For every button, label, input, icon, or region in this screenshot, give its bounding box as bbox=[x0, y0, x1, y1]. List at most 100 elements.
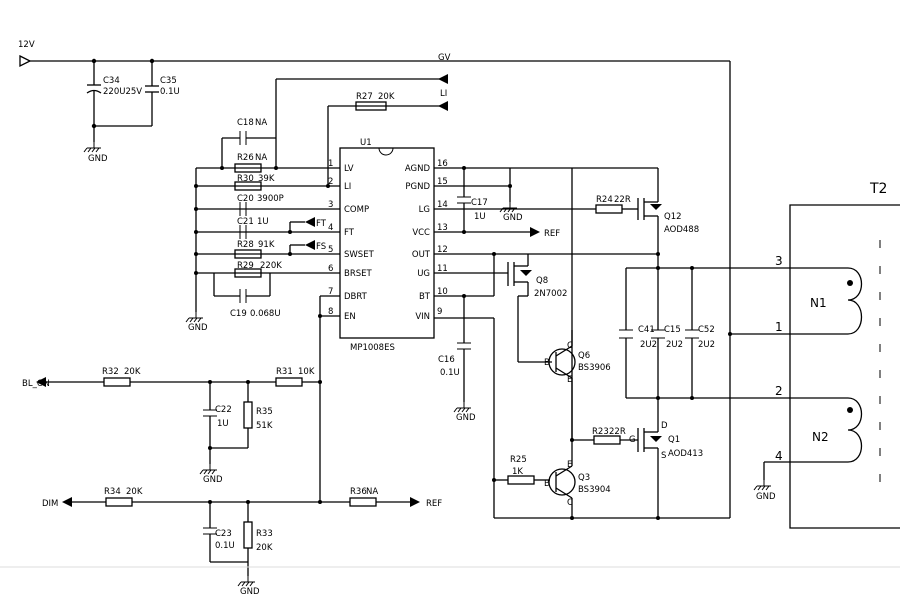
r31-ref: R31 bbox=[276, 367, 293, 377]
net-gv-label: GV bbox=[438, 53, 451, 63]
ic-ref: U1 bbox=[360, 138, 372, 148]
q8-value: 2N7002 bbox=[534, 289, 567, 299]
r32-ref: R32 bbox=[102, 367, 119, 377]
ic-pin-number: 10 bbox=[437, 287, 448, 297]
gnd-label-5: GND bbox=[756, 492, 776, 502]
q12-ref: Q12 bbox=[664, 212, 682, 222]
net-fs-label: FS bbox=[316, 242, 326, 252]
r30-ref: R30 bbox=[237, 174, 254, 184]
c17-ref: C17 bbox=[471, 198, 488, 208]
r29-ref: R29 bbox=[237, 261, 254, 271]
net-bl-on-label: BL_ON bbox=[22, 379, 50, 389]
c41-ref: C41 bbox=[638, 325, 655, 335]
net-gv-input bbox=[275, 74, 448, 168]
q3-value: BS3904 bbox=[578, 485, 611, 495]
gnd-label-2: GND bbox=[188, 323, 208, 333]
net-li-label: LI bbox=[440, 89, 447, 99]
ic-pin-number: 15 bbox=[437, 177, 448, 187]
q3-ref: Q3 bbox=[578, 473, 590, 483]
bl-on-network: BL_ON R32 20K R31 10K C22 1U R35 51K GND bbox=[22, 367, 322, 485]
ic-pin-number: 6 bbox=[328, 264, 333, 274]
ic-pin-name: VIN bbox=[415, 312, 430, 322]
ic-pin-name: BT bbox=[419, 292, 431, 302]
output-capacitors: C41 2U2 C15 2U2 C52 2U2 bbox=[619, 254, 848, 400]
ic-pin-name: DBRT bbox=[344, 292, 368, 302]
c19-value: 0.068U bbox=[250, 309, 281, 319]
q1-ref: Q1 bbox=[668, 435, 680, 445]
c16-value: 0.1U bbox=[440, 368, 460, 378]
c15-ref: C15 bbox=[664, 325, 681, 335]
c21-ref: C21 bbox=[237, 217, 254, 227]
r31-value: 10K bbox=[298, 367, 315, 377]
c16-ref: C16 bbox=[438, 355, 455, 365]
r24-value: 22R bbox=[614, 195, 631, 205]
t2-pin-3: 3 bbox=[775, 254, 783, 268]
c34-value: 220U25V bbox=[103, 87, 142, 97]
ic-pin-number: 13 bbox=[437, 223, 448, 233]
resistor-r25: R25 1K bbox=[494, 455, 550, 485]
left-compensation-network: C18 NA R26 NA R30 39K C20 3900P C21 1U F… bbox=[185, 118, 340, 333]
resistor-r23: R23 22R bbox=[572, 427, 638, 445]
q6-pin-b: B bbox=[544, 358, 550, 368]
c23-ref: C23 bbox=[215, 529, 232, 539]
ic-pin-number: 12 bbox=[437, 245, 448, 255]
ic-pin-number: 5 bbox=[328, 245, 333, 255]
rail-12v: 12V GV bbox=[18, 40, 731, 518]
t2-ref: T2 bbox=[869, 181, 887, 197]
r26-ref: R26 bbox=[237, 153, 254, 163]
ic-pin-name: FT bbox=[344, 228, 355, 238]
r33-value: 20K bbox=[256, 543, 273, 553]
bjt-q3: B E C Q3 BS3904 bbox=[544, 438, 611, 520]
ic-pin-name: VCC bbox=[412, 228, 430, 238]
mosfet-q8: Q8 2N7002 bbox=[507, 254, 567, 363]
net-12v-label: 12V bbox=[18, 40, 35, 50]
ic-pin-number: 7 bbox=[328, 287, 333, 297]
net-ref-in-label: REF bbox=[426, 499, 442, 509]
ic-pin-number: 4 bbox=[328, 223, 333, 233]
ic-pin-name: PGND bbox=[405, 182, 430, 192]
ic-pin-name: COMP bbox=[344, 205, 369, 215]
t2-n1-label: N1 bbox=[810, 296, 827, 310]
q6-value: BS3906 bbox=[578, 363, 611, 373]
ic-pin-name: LV bbox=[344, 164, 354, 174]
c22-ref: C22 bbox=[215, 405, 232, 415]
r35-ref: R35 bbox=[256, 407, 273, 417]
r28-value: 91K bbox=[258, 240, 275, 250]
c34-ref: C34 bbox=[103, 76, 120, 86]
r26-value: NA bbox=[255, 153, 267, 163]
ic-pin-number: 1 bbox=[328, 159, 333, 169]
r27-value: 20K bbox=[378, 92, 395, 102]
right-ic-wiring: GND C17 1U R24 22R REF bbox=[434, 166, 730, 519]
transformer-t2: T2 N1 N2 GND 3 1 2 4 bbox=[753, 181, 900, 529]
ic-pin-number: 2 bbox=[328, 177, 333, 187]
r34-value: 20K bbox=[126, 487, 143, 497]
r27-ref: R27 bbox=[356, 92, 373, 102]
gnd-label-6: GND bbox=[203, 475, 223, 485]
c20-value: 3900P bbox=[257, 194, 284, 204]
ic-pin-name: LI bbox=[344, 182, 351, 192]
q3-pin-e: E bbox=[567, 460, 572, 470]
ic-pin-name: BRSET bbox=[344, 269, 373, 279]
net-ft-label: FT bbox=[316, 219, 327, 229]
gnd-label-7: GND bbox=[240, 587, 260, 597]
t2-pin-2: 2 bbox=[775, 384, 783, 398]
c15-value: 2U2 bbox=[666, 340, 683, 350]
ic-pin-number: 9 bbox=[437, 307, 442, 317]
ic-part: MP1008ES bbox=[350, 343, 395, 353]
r34-ref: R34 bbox=[104, 487, 121, 497]
r33-ref: R33 bbox=[256, 529, 273, 539]
ic-pin-number: 3 bbox=[328, 200, 333, 210]
q1-pin-d: D bbox=[661, 421, 668, 431]
q6-pin-e: E bbox=[567, 375, 572, 385]
c20-ref: C20 bbox=[237, 194, 254, 204]
c17-value: 1U bbox=[474, 212, 486, 222]
c41-value: 2U2 bbox=[640, 340, 657, 350]
ic-pin-number: 16 bbox=[437, 159, 448, 169]
r25-ref: R25 bbox=[510, 455, 527, 465]
ic-pin-name: LG bbox=[419, 205, 430, 215]
ic-pin-name: OUT bbox=[412, 250, 431, 260]
c35-value: 0.1U bbox=[160, 87, 180, 97]
gnd-label-3: GND bbox=[503, 213, 523, 223]
q12-value: AOD488 bbox=[664, 225, 699, 235]
